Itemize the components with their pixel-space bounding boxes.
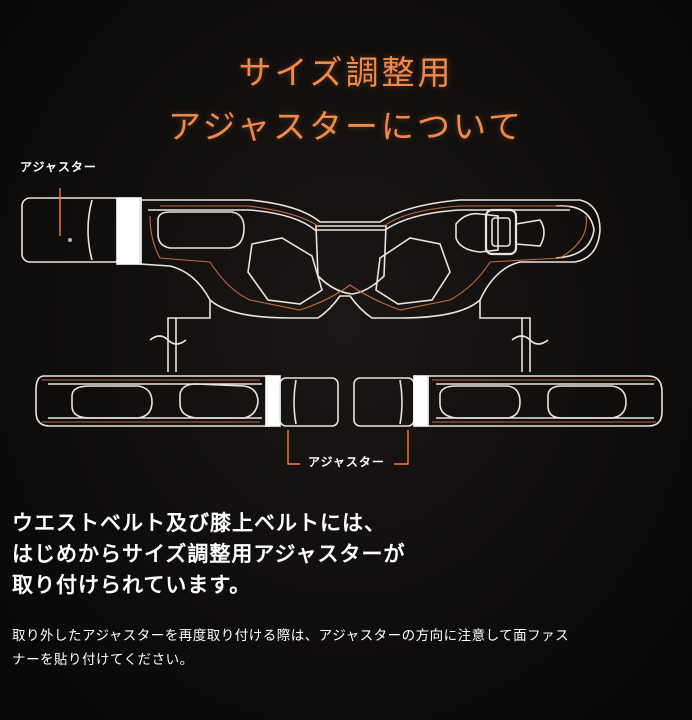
- waist-center-panel: [315, 225, 387, 295]
- waist-pad-right: [455, 212, 499, 253]
- waist-adjuster-left-fold: [87, 199, 93, 261]
- waist-adjuster-strap: [116, 197, 142, 265]
- main-description-line-1: ウエストベルト及び膝上ベルトには、: [12, 511, 386, 535]
- knee-right-strap: [413, 375, 429, 427]
- knee-right-pad-2: [547, 385, 627, 419]
- knee-belt-left: [35, 375, 339, 427]
- knee-left-pad-1: [71, 385, 153, 419]
- indicator-line-bottom: [287, 430, 409, 465]
- main-description: ウエストベルト及び膝上ベルトには、 はじめからサイズ調整用アジャスターが 取り付…: [12, 508, 682, 601]
- note-line-2: ナーを貼り付けてください。: [12, 652, 194, 668]
- main-description-line-2: はじめからサイズ調整用アジャスターが: [12, 542, 406, 566]
- waist-pad-left-hex: [247, 237, 323, 305]
- note-text: 取り外したアジャスターを再度取り付ける際は、アジャスターの方向に注意して面ファス…: [12, 624, 682, 672]
- waist-belt-body: [139, 199, 601, 319]
- note-line-1: 取り外したアジャスターを再度取り付ける際は、アジャスターの方向に注意して面ファス: [12, 628, 570, 644]
- belt-diagram: [21, 188, 663, 465]
- knee-right-pad-1: [439, 385, 521, 419]
- waist-pad-right-hex: [375, 237, 451, 305]
- adjuster-label-top: アジャスター: [20, 160, 97, 174]
- waist-adjuster-left: [21, 197, 123, 263]
- knee-left-pad-2: [179, 383, 259, 419]
- waist-belt-right-end: [555, 205, 595, 259]
- knee-left-adjuster: [279, 377, 339, 427]
- heading-line-1: サイズ調整用: [238, 53, 454, 92]
- waist-buckle: [484, 208, 518, 256]
- adjuster-label-bottom: アジャスター: [308, 455, 385, 469]
- adjuster-marker-dot: [68, 238, 72, 242]
- belt-connectors: [149, 300, 549, 372]
- waist-pad-left: [157, 211, 245, 249]
- waist-belt: [21, 197, 601, 319]
- knee-right-adjuster: [353, 377, 415, 427]
- main-description-line-3: 取り付けられています。: [12, 573, 252, 597]
- knee-belt-right: [353, 375, 663, 427]
- knee-left-strap: [265, 375, 281, 427]
- heading-line-2: アジャスターについて: [167, 107, 525, 146]
